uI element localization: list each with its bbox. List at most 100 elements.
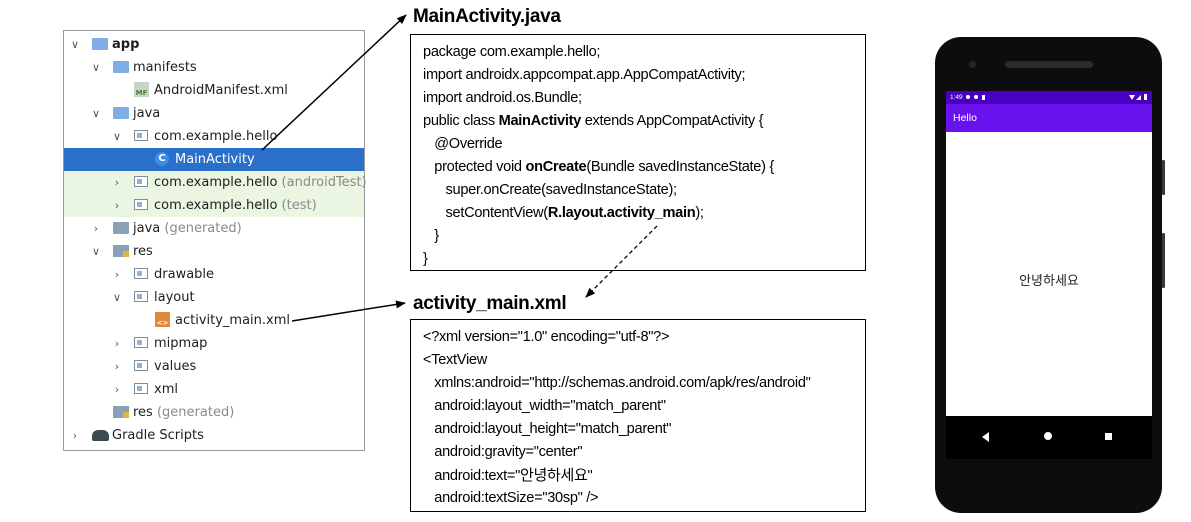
tree-item-name: AndroidManifest.xml (154, 83, 288, 98)
tree-row-label: Gradle Scripts (112, 424, 204, 447)
java-code-box: package com.example.hello; import android… (410, 34, 866, 271)
java-code-line: protected void onCreate(Bundle savedInst… (423, 156, 865, 179)
xml-code-line: <TextView (423, 349, 865, 372)
chevron-right-icon[interactable]: › (114, 268, 120, 281)
chevron-right-icon[interactable]: › (93, 222, 99, 235)
chevron-right-icon[interactable]: › (114, 383, 120, 396)
tree-item-name: mipmap (154, 336, 208, 351)
tree-row-label: com.example.hello (test) (154, 194, 317, 217)
tree-row[interactable]: ›com.example.hello (androidTest) (64, 171, 367, 194)
code-text: setContentView( (423, 205, 549, 221)
code-text: android:layout_width="match_parent" (423, 398, 666, 414)
tree-row[interactable]: ∨ layout (64, 286, 364, 309)
code-text: <TextView (423, 352, 487, 368)
tree-row[interactable]: › com.example.hello (test) (64, 194, 364, 217)
code-text: android:text=" (423, 468, 521, 484)
tree-item-name: res (133, 244, 153, 259)
tree-row-label: activity_main.xml (175, 309, 290, 332)
xml-code-box: <?xml version="1.0" encoding="utf-8"?><T… (410, 319, 866, 512)
tree-item-name: java (133, 221, 161, 236)
folder-icon (113, 61, 129, 73)
code-bold-identifier: MainActivity (498, 113, 582, 129)
code-text: package com.example.hello; (423, 44, 601, 60)
tree-row[interactable]: › drawable (64, 263, 364, 286)
module-folder-icon (92, 38, 108, 50)
java-code-line: setContentView(R.layout.activity_main); (423, 202, 865, 225)
chevron-right-icon[interactable]: › (114, 199, 120, 212)
chevron-down-icon[interactable]: ∨ (91, 245, 101, 258)
chevron-down-icon[interactable]: ∨ (91, 107, 101, 120)
code-text: extends AppCompatActivity { (580, 113, 764, 129)
code-korean-text: 안녕하세요 (520, 466, 588, 484)
tree-row[interactable]: ∨ java (64, 102, 364, 125)
package-icon (134, 337, 148, 348)
chevron-right-icon[interactable]: › (72, 429, 78, 442)
chevron-right-icon[interactable]: › (114, 176, 120, 189)
back-icon[interactable] (982, 432, 989, 442)
sync-icon (974, 95, 978, 99)
tree-row[interactable]: ∨ com.example.hello (64, 125, 364, 148)
xml-code-line: android:layout_height="match_parent" (423, 418, 865, 441)
mainactivity-to-java-arrow (261, 14, 407, 151)
package-icon (134, 176, 148, 187)
front-camera-icon (969, 61, 976, 68)
java-code-line: } (423, 225, 865, 248)
tree-row[interactable]: ∨ app (64, 33, 364, 56)
signal-icon (1136, 95, 1141, 100)
tree-row[interactable]: ›xml (64, 378, 364, 401)
tree-row[interactable]: ∨ res (64, 240, 364, 263)
code-text: ); (695, 205, 704, 221)
tree-row-label: java (133, 102, 160, 125)
code-text: import androidx.appcompat.app.AppCompatA… (423, 67, 746, 83)
tree-item-name: res (133, 405, 153, 420)
chevron-right-icon[interactable]: › (114, 337, 120, 350)
tree-item-name: java (133, 106, 161, 121)
home-icon[interactable] (1044, 432, 1052, 440)
code-text: super.onCreate(savedInstanceState); (423, 182, 678, 198)
code-text: public class (423, 113, 499, 129)
recents-icon[interactable] (1105, 433, 1112, 440)
top-speaker (1005, 61, 1093, 68)
layout-xml-icon: <> (155, 312, 170, 327)
tree-row[interactable]: MF AndroidManifest.xml (64, 79, 364, 102)
xml-code-line: android:textSize="30sp" /> (423, 487, 865, 510)
tree-item-name: com.example.hello (154, 198, 278, 213)
package-icon (134, 130, 148, 141)
tree-row-label: com.example.hello (154, 125, 277, 148)
navigation-bar (946, 416, 1152, 459)
app-bar-title: Hello (953, 112, 977, 124)
tree-row[interactable]: › mipmap (64, 332, 364, 355)
chevron-down-icon[interactable]: ∨ (112, 130, 122, 143)
java-code-line: import androidx.appcompat.app.AppCompatA… (423, 64, 865, 87)
chevron-down-icon[interactable]: ∨ (112, 291, 122, 304)
class-icon: C (155, 152, 169, 166)
manifest-file-icon: MF (134, 82, 149, 97)
tree-item-name: manifests (133, 60, 197, 75)
code-bold-identifier: R.layout.activity_main (547, 205, 696, 221)
code-text: xmlns:android="http://schemas.android.co… (423, 375, 811, 391)
code-text: protected void (423, 159, 526, 175)
package-icon (134, 360, 148, 371)
tree-row[interactable]: ›java (generated) (64, 217, 364, 240)
chevron-down-icon[interactable]: ∨ (70, 38, 80, 51)
tree-row-label: layout (154, 286, 195, 309)
tree-item-suffix: (generated) (152, 405, 235, 420)
sdcard-icon (982, 95, 985, 100)
chevron-down-icon[interactable]: ∨ (91, 61, 101, 74)
code-text: " (587, 468, 593, 484)
code-text: (Bundle savedInstanceState) { (586, 159, 774, 175)
tree-row-label: app (112, 33, 139, 56)
tree-row[interactable]: › Gradle Scripts (64, 424, 364, 447)
tree-row[interactable]: ›values (64, 355, 364, 378)
package-icon (134, 199, 148, 210)
tree-row[interactable]: <> activity_main.xml (64, 309, 364, 332)
layout-xml-to-xml-arrow (291, 300, 406, 322)
status-bar: 1:49 (946, 91, 1152, 104)
chevron-right-icon[interactable]: › (114, 360, 120, 373)
java-code-line: super.onCreate(savedInstanceState); (423, 179, 865, 202)
tree-row-label: drawable (154, 263, 214, 286)
tree-row[interactable]: res (generated) (64, 401, 364, 424)
tree-row[interactable]: ∨ manifests (64, 56, 364, 79)
